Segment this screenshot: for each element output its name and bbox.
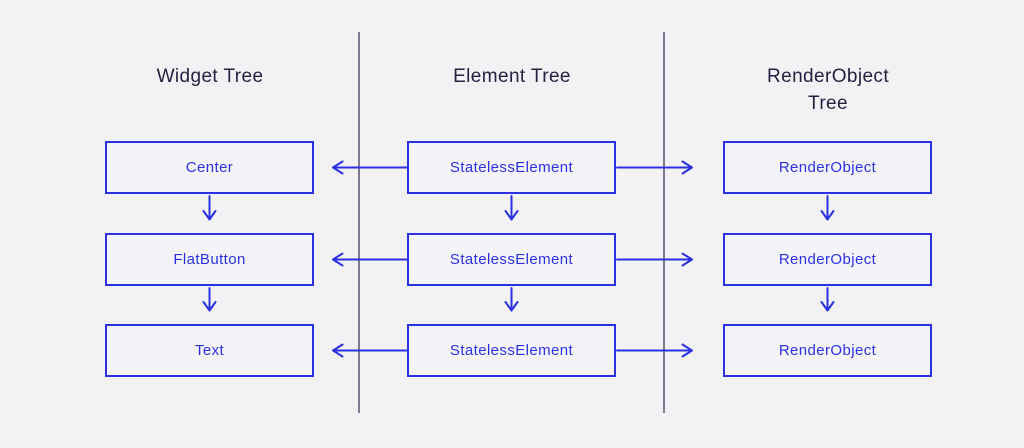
element-tree-title: Element Tree (453, 66, 571, 87)
arrow-element-to-widget-icon (332, 343, 408, 358)
node-renderobject-2: RenderObject (723, 233, 932, 286)
arrow-parent-child-icon (820, 287, 835, 312)
arrow-parent-child-icon (504, 195, 519, 221)
arrow-parent-child-icon (202, 195, 217, 221)
node-flatbutton: FlatButton (105, 233, 314, 286)
renderobject-tree-title: RenderObject Tree (766, 66, 890, 114)
arrow-parent-child-icon (820, 195, 835, 221)
node-text: Text (105, 324, 314, 377)
arrow-element-to-renderobject-icon (616, 160, 693, 175)
arrow-element-to-widget-icon (332, 252, 408, 267)
arrow-element-to-renderobject-icon (616, 343, 693, 358)
node-statelesselement-2: StatelessElement (407, 233, 616, 286)
node-renderobject-3: RenderObject (723, 324, 932, 377)
arrow-element-to-renderobject-icon (616, 252, 693, 267)
column-divider (358, 32, 360, 413)
arrow-element-to-widget-icon (332, 160, 408, 175)
node-statelesselement-3: StatelessElement (407, 324, 616, 377)
node-renderobject-1: RenderObject (723, 141, 932, 194)
widget-tree-title: Widget Tree (156, 66, 264, 87)
node-statelesselement-1: StatelessElement (407, 141, 616, 194)
column-divider (663, 32, 665, 413)
arrow-parent-child-icon (504, 287, 519, 312)
arrow-parent-child-icon (202, 287, 217, 312)
node-center: Center (105, 141, 314, 194)
